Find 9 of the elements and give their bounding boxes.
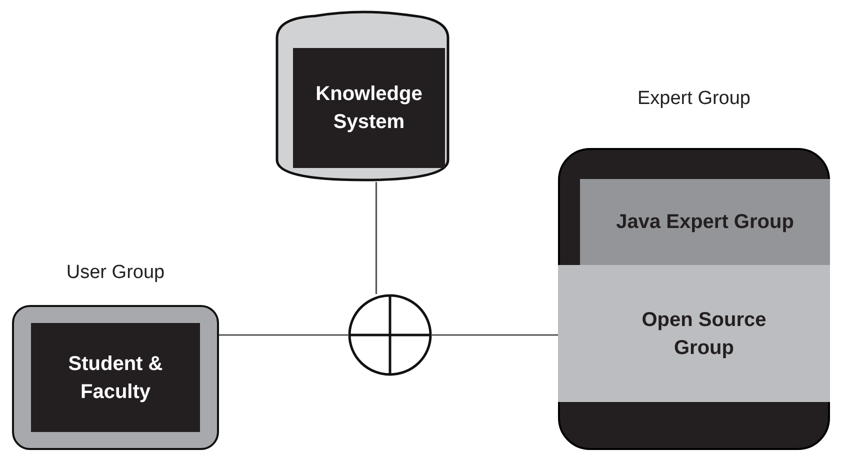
connector-line xyxy=(432,334,558,336)
connector-line xyxy=(219,334,348,336)
group-label: User Group xyxy=(65,262,166,284)
node-label: Knowledge System xyxy=(293,48,445,168)
group-label: Expert Group xyxy=(636,88,752,110)
node-label: Java Expert Group xyxy=(615,210,795,235)
node-label: Open Source Group xyxy=(640,308,768,360)
connector-line xyxy=(375,182,378,294)
node-label: Student & Faculty xyxy=(31,323,200,432)
